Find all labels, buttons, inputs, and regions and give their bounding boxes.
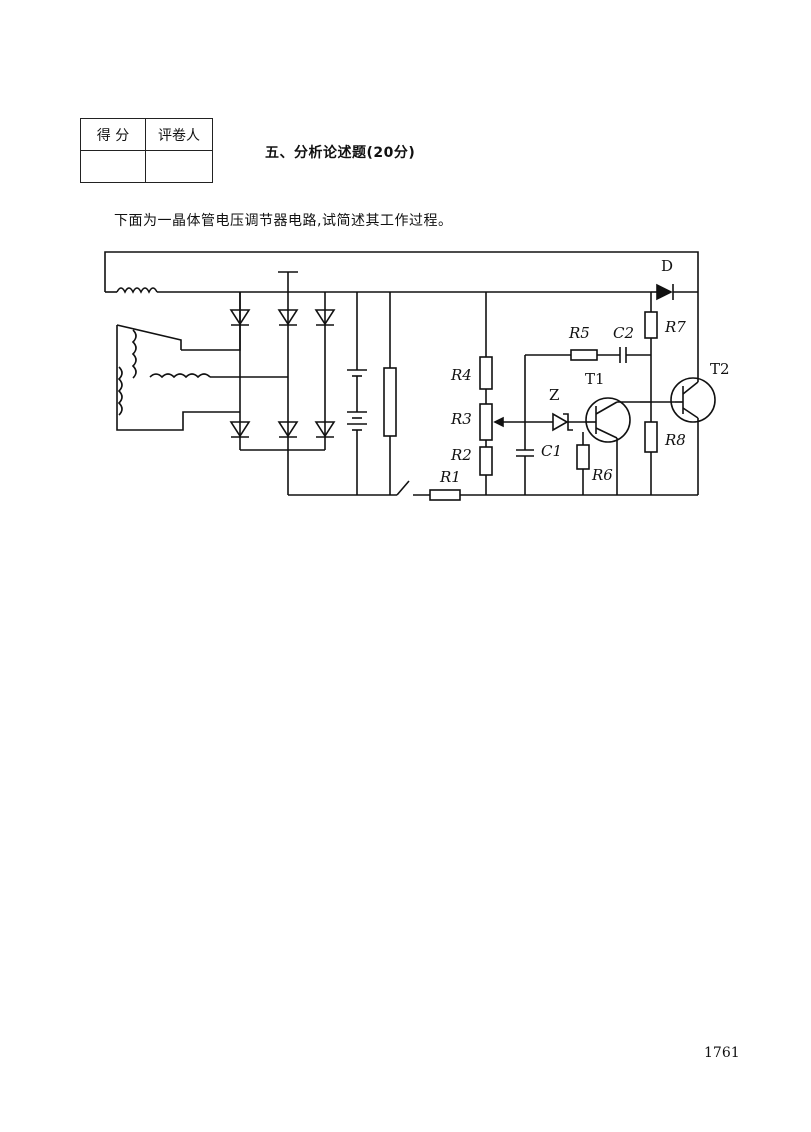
score-label: 得 分: [80, 118, 146, 151]
section-title: 五、分析论述题(20分): [265, 145, 416, 161]
zener-diode-z: Z: [549, 386, 585, 432]
capacitor-c1: C1: [516, 355, 562, 495]
label-t2: T2: [710, 360, 730, 378]
score-table: 得 分 评卷人: [80, 118, 213, 183]
label-r3: R3: [450, 410, 472, 428]
load-resistor: [383, 292, 397, 495]
page-number: 1761: [704, 1045, 740, 1061]
stator-winding: [116, 292, 288, 431]
rectifier-bridge: [229, 271, 336, 451]
label-t1: T1: [585, 370, 605, 388]
grader-cell[interactable]: [145, 150, 213, 183]
label-r6: R6: [591, 466, 613, 484]
label-r2: R2: [450, 446, 472, 464]
battery: [347, 292, 367, 495]
grader-label: 评卷人: [145, 118, 213, 151]
diode-d: D: [651, 257, 698, 301]
transistor-t1: T1 R6: [576, 370, 640, 495]
label-r7: R7: [664, 318, 686, 336]
label-r4: R4: [450, 366, 472, 384]
score-cell[interactable]: [80, 150, 146, 183]
field-winding: [104, 251, 699, 294]
label-c2: C2: [613, 324, 634, 342]
voltage-divider: R4 R3 R2: [450, 292, 553, 495]
label-r8: R8: [664, 431, 686, 449]
label-d: D: [661, 257, 673, 275]
transistor-t2: T2: [670, 292, 730, 495]
label-r5: R5: [568, 324, 590, 342]
question-text: 下面为一晶体管电压调节器电路,试简述其工作过程。: [114, 213, 453, 229]
feedback-network: R5 C2: [525, 324, 651, 363]
label-z: Z: [549, 386, 559, 404]
bottom-rail: R1: [287, 450, 698, 501]
bias-network: R7 R8: [640, 292, 686, 495]
circuit-diagram: D: [104, 251, 730, 501]
label-c1: C1: [541, 442, 562, 460]
label-r1: R1: [439, 468, 461, 486]
